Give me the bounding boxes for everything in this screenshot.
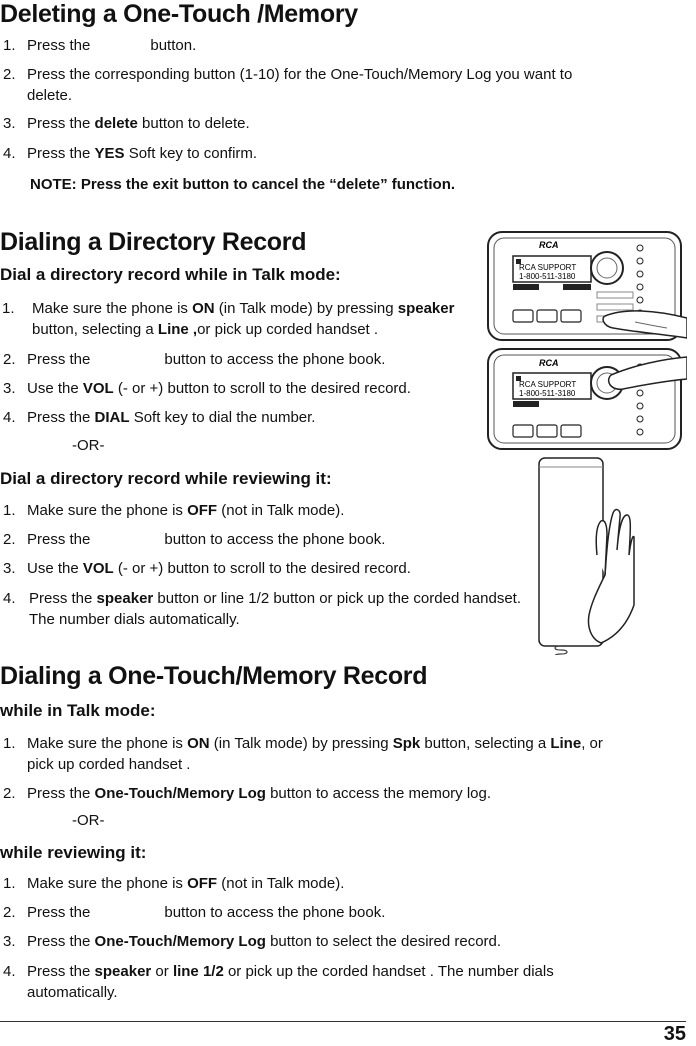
delete-step-2: 2. Press the corresponding button (1-10)… xyxy=(3,66,573,104)
page-number: 35 xyxy=(663,1023,686,1045)
dir-review-step-1: 1. Make sure the phone is OFF (not in Ta… xyxy=(3,502,345,519)
svg-text:RCA: RCA xyxy=(539,358,559,368)
ot-review-step-3: 3. Press the One-Touch/Memory Log button… xyxy=(3,933,502,950)
or-divider-2: -OR- xyxy=(72,812,105,829)
section-title-directory: Dialing a Directory Record xyxy=(0,228,307,256)
ot-review-step-4: 4. Press the speaker or line 1/2 or pick… xyxy=(3,963,554,1001)
brand-logo: RCA xyxy=(539,240,559,250)
dir-talk-step-1: 1. Make sure the phone is ON (in Talk mo… xyxy=(2,300,455,338)
section-title-deleting: Deleting a One-Touch /Memory xyxy=(0,0,358,28)
svg-text:RCA SUPPORT: RCA SUPPORT xyxy=(519,380,576,389)
svg-text:RCA SUPPORT: RCA SUPPORT xyxy=(519,263,576,272)
dir-review-step-3: 3. Use the VOL (- or +) button to scroll… xyxy=(3,560,411,577)
subheading-reviewing: Dial a directory record while reviewing … xyxy=(0,469,332,488)
dir-review-step-4: 4. Press the speaker button or line 1/2 … xyxy=(3,590,521,628)
subheading-talk-mode: Dial a directory record while in Talk mo… xyxy=(0,265,341,284)
footer-rule xyxy=(0,1021,686,1022)
delete-step-4: 4. Press the YES Soft key to confirm. xyxy=(3,145,258,162)
ot-talk-step-2: 2. Press the One-Touch/Memory Log button… xyxy=(3,785,492,802)
or-divider-1: -OR- xyxy=(72,437,105,454)
svg-text:1-800-511-3180: 1-800-511-3180 xyxy=(519,389,576,398)
subheading-ot-talk: while in Talk mode: xyxy=(0,701,156,720)
ot-talk-step-1: 1. Make sure the phone is ON (in Talk mo… xyxy=(3,735,603,773)
svg-text:1-800-511-3180: 1-800-511-3180 xyxy=(519,272,576,281)
phone-illustration-vol: RCA RCA SUPPORT 1-800-511-3180 xyxy=(487,348,687,450)
dir-talk-step-3: 3. Use the VOL (- or +) button to scroll… xyxy=(3,380,411,397)
handset-illustration xyxy=(538,457,635,655)
subheading-ot-review: while reviewing it: xyxy=(0,843,147,862)
phone-illustration-talk: RCA RCA SUPPORT 1-800-511-3180 xyxy=(487,231,687,341)
dir-talk-step-4: 4. Press the DIAL Soft key to dial the n… xyxy=(3,409,316,426)
delete-note: NOTE: Press the exit button to cancel th… xyxy=(30,176,456,193)
delete-step-3: 3. Press the delete button to delete. xyxy=(3,115,250,132)
section-title-onetouch: Dialing a One-Touch/Memory Record xyxy=(0,662,428,690)
ot-review-step-1: 1. Make sure the phone is OFF (not in Ta… xyxy=(3,875,345,892)
